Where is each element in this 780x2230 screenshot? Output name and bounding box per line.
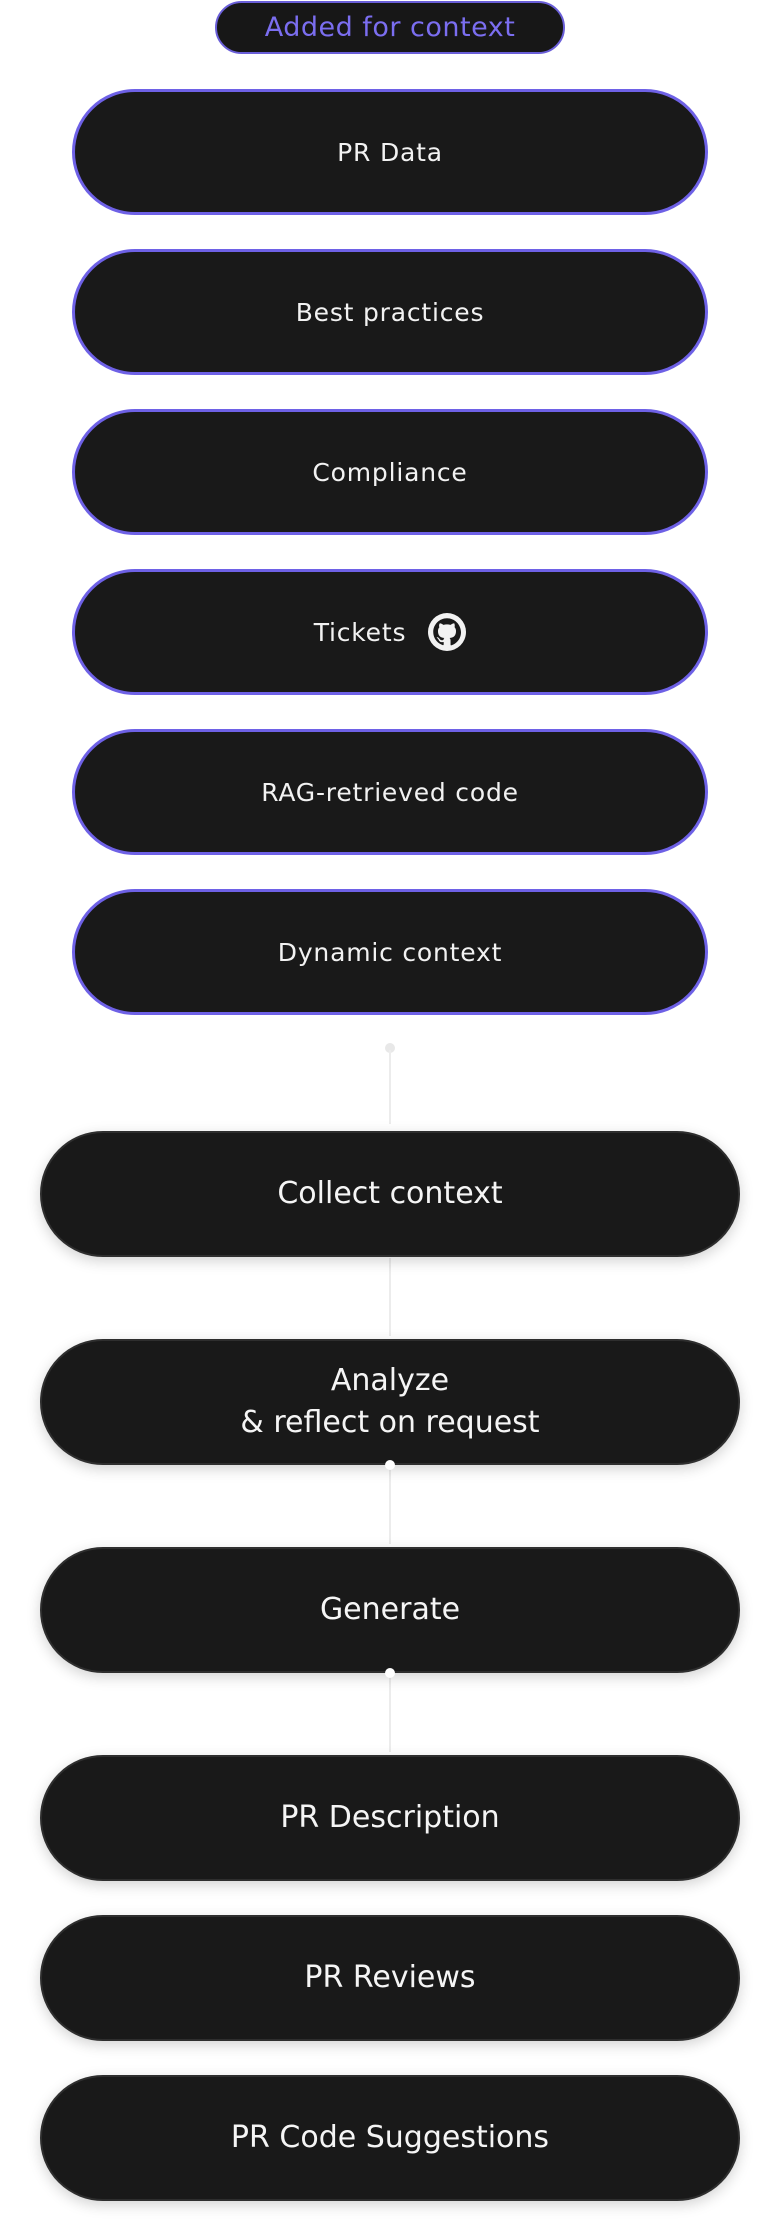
connector-line [389, 1050, 391, 1124]
step-generate: Generate [40, 1547, 740, 1673]
context-item-label: Tickets [313, 617, 407, 647]
context-item-rag-code: RAG-retrieved code [72, 729, 708, 855]
output-label: PR Description [280, 1800, 500, 1835]
connector-line [389, 1466, 391, 1544]
context-item-dynamic-context: Dynamic context [72, 889, 708, 1015]
context-item-label: Compliance [312, 457, 468, 487]
output-label: PR Code Suggestions [230, 2120, 550, 2155]
step-label: Analyze [330, 1363, 450, 1398]
connector-dot [385, 1460, 395, 1470]
output-pr-reviews: PR Reviews [40, 1915, 740, 2041]
context-item-label: PR Data [337, 137, 443, 167]
connector-line [389, 1258, 391, 1336]
step-collect-context: Collect context [40, 1131, 740, 1257]
connector-dot [385, 1043, 395, 1053]
output-pr-description: PR Description [40, 1755, 740, 1881]
connector-dot [385, 1668, 395, 1678]
step-label: Generate [319, 1592, 461, 1627]
context-badge: Added for context [215, 1, 565, 54]
context-item-best-practices: Best practices [72, 249, 708, 375]
output-pr-code-suggestions: PR Code Suggestions [40, 2075, 740, 2201]
context-item-label: RAG-retrieved code [261, 777, 519, 807]
context-item-label: Best practices [295, 297, 485, 327]
context-item-compliance: Compliance [72, 409, 708, 535]
step-label-line2: & reflect on request [240, 1405, 540, 1440]
github-icon [428, 613, 467, 651]
step-label: Collect context [277, 1176, 503, 1211]
step-analyze-reflect: Analyze & reflect on request [40, 1339, 740, 1465]
context-item-tickets: Tickets [72, 569, 708, 695]
context-item-pr-data: PR Data [72, 89, 708, 215]
context-item-label: Dynamic context [277, 937, 503, 967]
connector-line [389, 1674, 391, 1752]
output-label: PR Reviews [304, 1960, 476, 1995]
